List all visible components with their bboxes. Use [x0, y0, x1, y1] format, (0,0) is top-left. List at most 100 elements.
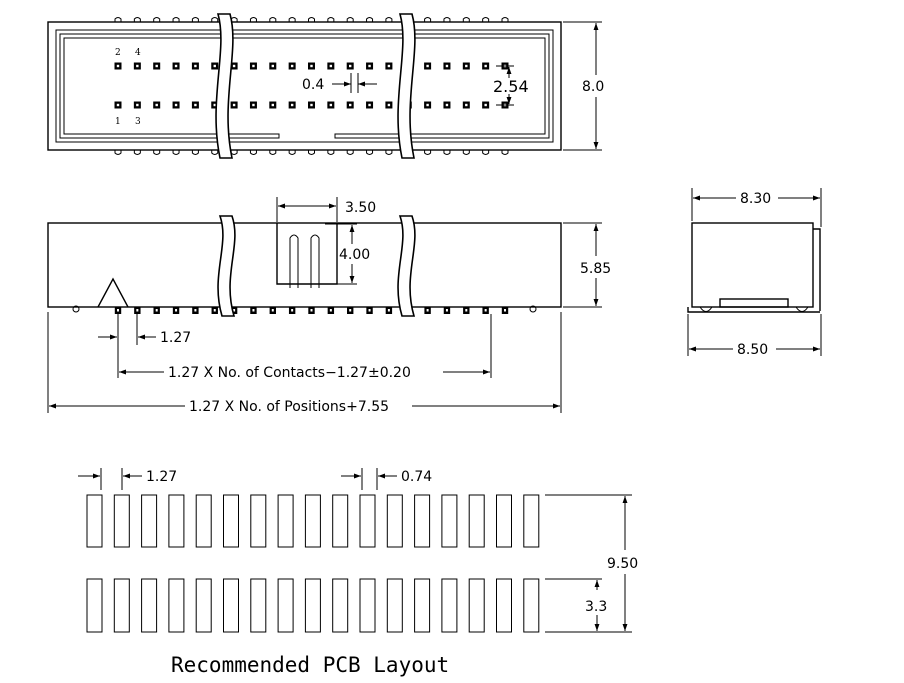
cutaway-pin-left	[289, 234, 299, 288]
front-view-pin-tail-center	[368, 309, 371, 312]
top-view-pin-center	[465, 103, 468, 107]
pcb-pad	[523, 494, 540, 548]
pin-pitch-dimension: 1.27	[160, 330, 191, 346]
top-view-pin-end-top	[191, 17, 199, 22]
pcb-pad	[86, 578, 103, 633]
top-view-pin-end-bottom	[346, 150, 354, 155]
pcb-pad	[468, 494, 485, 548]
top-view-pin-center	[213, 103, 216, 107]
top-view-pin-center	[310, 103, 313, 107]
top-view-pin-center	[445, 103, 449, 107]
front-view-pin-tail-center	[233, 309, 236, 312]
top-view-outer-body	[47, 21, 562, 151]
front-view-pin-tail-center	[310, 309, 313, 312]
top-view-pin-end-top	[269, 17, 277, 22]
top-view-pin-center	[194, 103, 197, 107]
front-view-pin-tail-center	[291, 309, 294, 312]
top-view-key-frame	[59, 33, 550, 139]
top-view-pin-end-bottom	[366, 150, 374, 155]
top-view-pin-end-top	[443, 17, 451, 22]
pcb-layout-caption: Recommended PCB Layout	[171, 653, 449, 677]
top-view-pin-center	[155, 64, 158, 68]
positions-formula: 1.27 X No. of Positions+7.55	[189, 399, 389, 415]
pcb-pad	[332, 578, 349, 633]
pcb-pad	[250, 494, 267, 548]
top-view-pin-center	[174, 103, 178, 107]
top-view-pin-center	[426, 103, 429, 107]
front-view-pin-tail-center	[465, 309, 468, 312]
top-view-pin-center	[116, 103, 120, 107]
front-view: 3.50 4.00 5.85 1.27 1.27 X No. of Contac…	[47, 197, 611, 415]
top-view-pin-end-top	[114, 17, 122, 22]
side-view-latch	[813, 228, 821, 311]
top-view-pin-end-bottom	[462, 150, 470, 155]
front-view-pin-tail-center	[252, 309, 255, 312]
top-view-pin-center	[271, 64, 274, 68]
top-view-pin-end-bottom	[308, 150, 315, 155]
pin-height-dimension: 4.00	[339, 247, 370, 263]
top-view-pin-center	[387, 103, 391, 107]
top-view: 2 4 1 3 0.4 2.54 8.0	[47, 13, 604, 159]
front-view-pin-tail-center	[136, 309, 139, 312]
pcb-pad	[113, 578, 130, 633]
top-view-pin-center	[232, 64, 236, 68]
pcb-pad	[359, 578, 376, 633]
top-view-pin-center	[445, 64, 449, 68]
top-view-pin-end-top	[172, 17, 180, 22]
top-view-pin-end-bottom	[153, 150, 161, 155]
pcb-pad	[86, 494, 103, 548]
top-view-pin-end-top	[462, 17, 470, 22]
top-view-pin-end-top	[211, 17, 219, 22]
top-view-pin-end-top	[385, 17, 393, 22]
front-view-pin-row	[114, 307, 509, 314]
pcb-pad	[277, 494, 294, 548]
front-view-body	[47, 222, 562, 308]
pcb-pad	[441, 578, 458, 633]
pcb-pad	[168, 494, 185, 548]
side-view-base-line	[687, 307, 820, 313]
pcb-pad	[304, 494, 321, 548]
top-view-pin-center	[116, 64, 120, 68]
side-view-peg-right	[795, 306, 809, 312]
pcb-pad	[250, 578, 267, 633]
pcb-pitch-dimension: 1.27	[146, 469, 177, 485]
row-pitch-dimension: 2.54	[493, 77, 529, 96]
pcb-pad	[468, 578, 485, 633]
pcb-pad	[386, 578, 403, 633]
top-view-inner-frame	[55, 29, 554, 143]
top-view-pin-center	[387, 64, 391, 68]
top-view-pin-end-top	[288, 17, 296, 22]
top-view-pin-center	[484, 103, 487, 107]
top-view-pin-center	[349, 64, 352, 68]
pin-width-dimension: 3.50	[345, 200, 376, 216]
pcb-pad	[141, 578, 158, 633]
pcb-pad	[195, 578, 212, 633]
top-view-pin-center	[368, 64, 371, 68]
front-view-pin-tail-center	[213, 309, 216, 312]
pcb-pad	[277, 578, 294, 633]
pin-label-4: 4	[135, 48, 141, 58]
front-view-pin-tail-center	[117, 309, 119, 312]
pcb-pad	[141, 494, 158, 548]
pcb-pad	[386, 494, 403, 548]
top-view-pin-center	[290, 103, 294, 107]
top-view-pin-center	[213, 64, 216, 68]
top-view-pin-center	[252, 64, 255, 68]
top-view-pin-end-top	[501, 17, 509, 22]
pin-label-1: 1	[115, 117, 121, 127]
top-view-pin-center	[232, 103, 236, 107]
front-view-pin-tail-center	[349, 309, 352, 312]
top-view-pin-end-top	[308, 17, 315, 22]
top-view-pin-end-bottom	[443, 150, 451, 155]
pcb-pad	[304, 578, 321, 633]
front-view-pin-tail-center	[445, 309, 448, 312]
top-view-pin-center	[136, 103, 139, 107]
pcb-pad	[414, 578, 431, 633]
cutaway-pin-right	[310, 234, 320, 288]
top-view-pin-end-bottom	[385, 150, 393, 155]
pcb-pad-row-bottom	[86, 578, 540, 633]
side-bottom-width-dimension: 8.50	[737, 342, 768, 358]
side-view: 8.30 8.50	[687, 188, 822, 358]
gap-dimension: 0.4	[302, 77, 324, 93]
